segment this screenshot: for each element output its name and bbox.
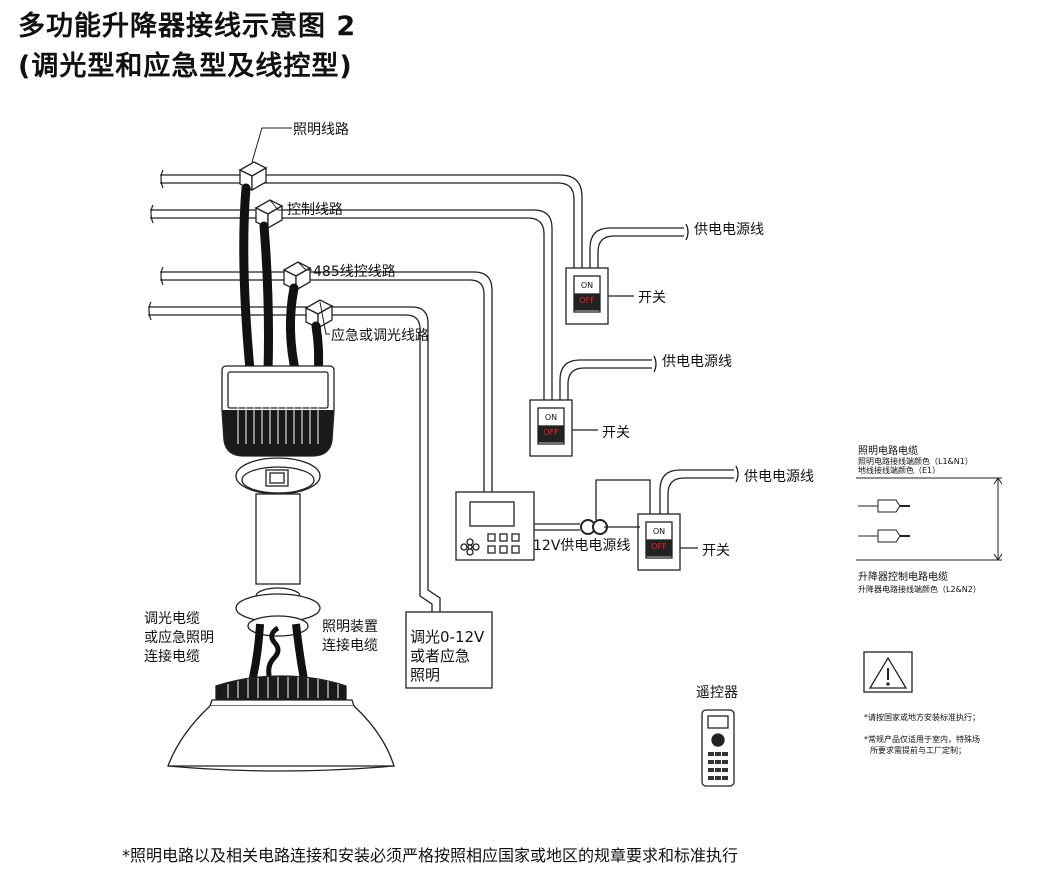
switch-1-off: OFF [579,296,595,305]
remote-control [701,709,735,787]
label-control-line: 控制线路 [287,202,343,218]
label-remote: 遥控器 [696,685,738,701]
legend-lighting-line1: 照明电路接线端颜色（L1&N1） [858,457,973,466]
label-lighting-cable: 照明装置 连接电缆 [322,619,378,654]
diagram-title: 多功能升降器接线示意图 2 [18,11,357,42]
12v-wires [534,479,651,535]
label-dimming-cable: 调光电缆 或应急照明 连接电缆 [144,611,214,665]
label-emergency-line: 应急或调光线路 [331,328,429,344]
wire-lighting [160,174,583,268]
label-485-line: 485线控线路 [313,264,396,280]
switch-2 [529,399,598,457]
switch-1 [565,267,634,325]
warning-2b: 所要求需提前与工厂定制； [870,746,966,755]
warning-1: *请按国家或地方安装标准执行； [864,713,980,722]
legend-lift-title: 升降器控制电路电缆 [858,572,948,583]
switch-2-off: OFF [543,428,559,437]
wire-emergency [148,306,441,612]
switch-3-on: ON [652,527,666,536]
switch-3-off: OFF [651,542,667,551]
footer-note: *照明电路以及相关电路连接和安装必须严格按照相应国家或地区的规章要求和标准执行 [122,846,739,865]
diagram-subtitle: (调光型和应急型及线控型) [18,51,353,82]
label-switch-2: 开关 [602,425,630,441]
label-power-supply-1: 供电电源线 [694,222,764,238]
warning-triangle [863,651,913,693]
wired-controller [455,491,535,561]
warning-2a: *常规产品仅适用于室内，特殊场 [864,735,980,744]
legend-lighting-title: 照明电路电缆 [858,446,918,457]
dimmer-box [405,611,493,689]
supply-wires [559,223,739,514]
legend-lighting-line2: 地线接线端颜色（E1） [858,466,941,475]
switch-1-on: ON [580,281,594,290]
label-power-supply-3: 供电电源线 [744,469,814,485]
legend-lift-line: 升降器电路接线端颜色（L2&N2） [858,585,981,594]
label-12v-supply: 12V供电电源线 [533,538,631,554]
label-power-supply-2: 供电电源线 [662,354,732,370]
label-switch-3: 开关 [702,543,730,559]
label-lighting-line: 照明线路 [293,122,349,138]
lifter-device [221,365,335,637]
switch-2-on: ON [544,413,558,422]
leader-lines [251,127,330,335]
high-bay-lamp [167,623,395,772]
cable-legend [856,477,1003,561]
connectors [238,161,334,330]
label-switch-1: 开关 [638,290,666,306]
switch-3 [637,513,698,571]
dimmer-box-text: 调光0-12V 或者应急 照明 [410,628,485,684]
wire-ends [148,169,164,321]
